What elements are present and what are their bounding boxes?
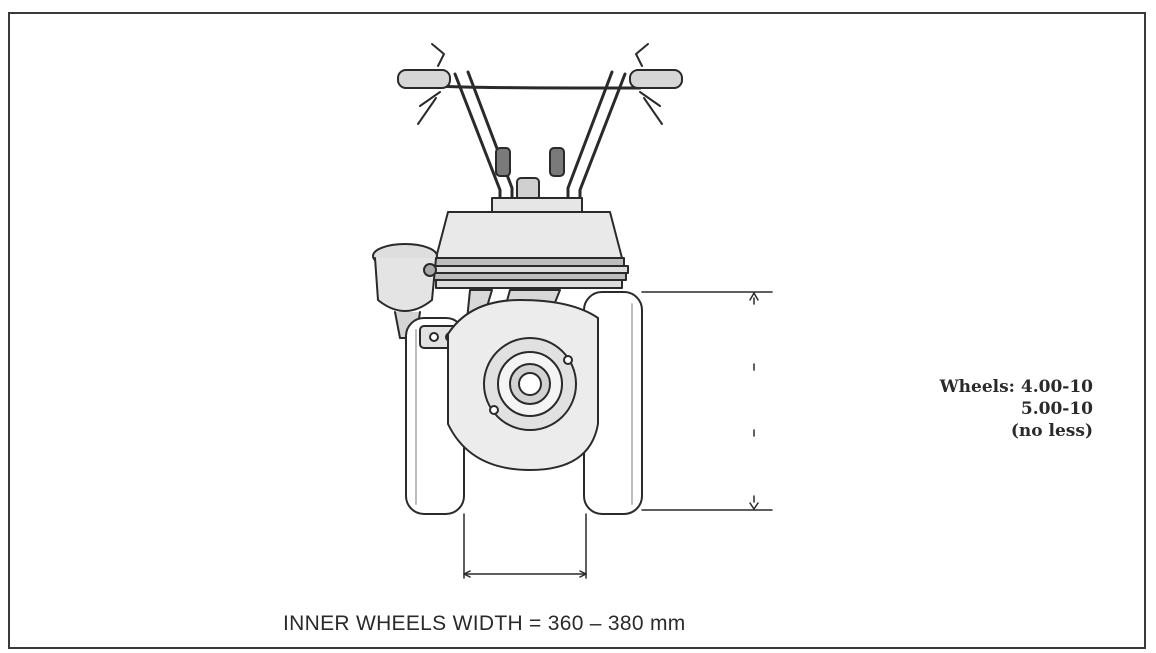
inner-width-dimension — [463, 513, 587, 579]
figure-frame — [8, 12, 1146, 649]
wheel-specs: Wheels: 4.00-10 5.00-10 (no less) — [878, 376, 1093, 442]
transmission-hub — [447, 299, 599, 471]
wheel-diameter-dimension — [641, 291, 773, 511]
wheel-spec-line-3: (no less) — [1010, 421, 1093, 441]
wheel-spec-line-2: 5.00-10 — [1020, 399, 1093, 419]
wheel-spec-line-1: Wheels: 4.00-10 — [939, 377, 1093, 397]
engine-body — [429, 211, 629, 289]
inner-wheels-width-caption: INNER WHEELS WIDTH = 360 – 380 mm — [283, 612, 686, 635]
